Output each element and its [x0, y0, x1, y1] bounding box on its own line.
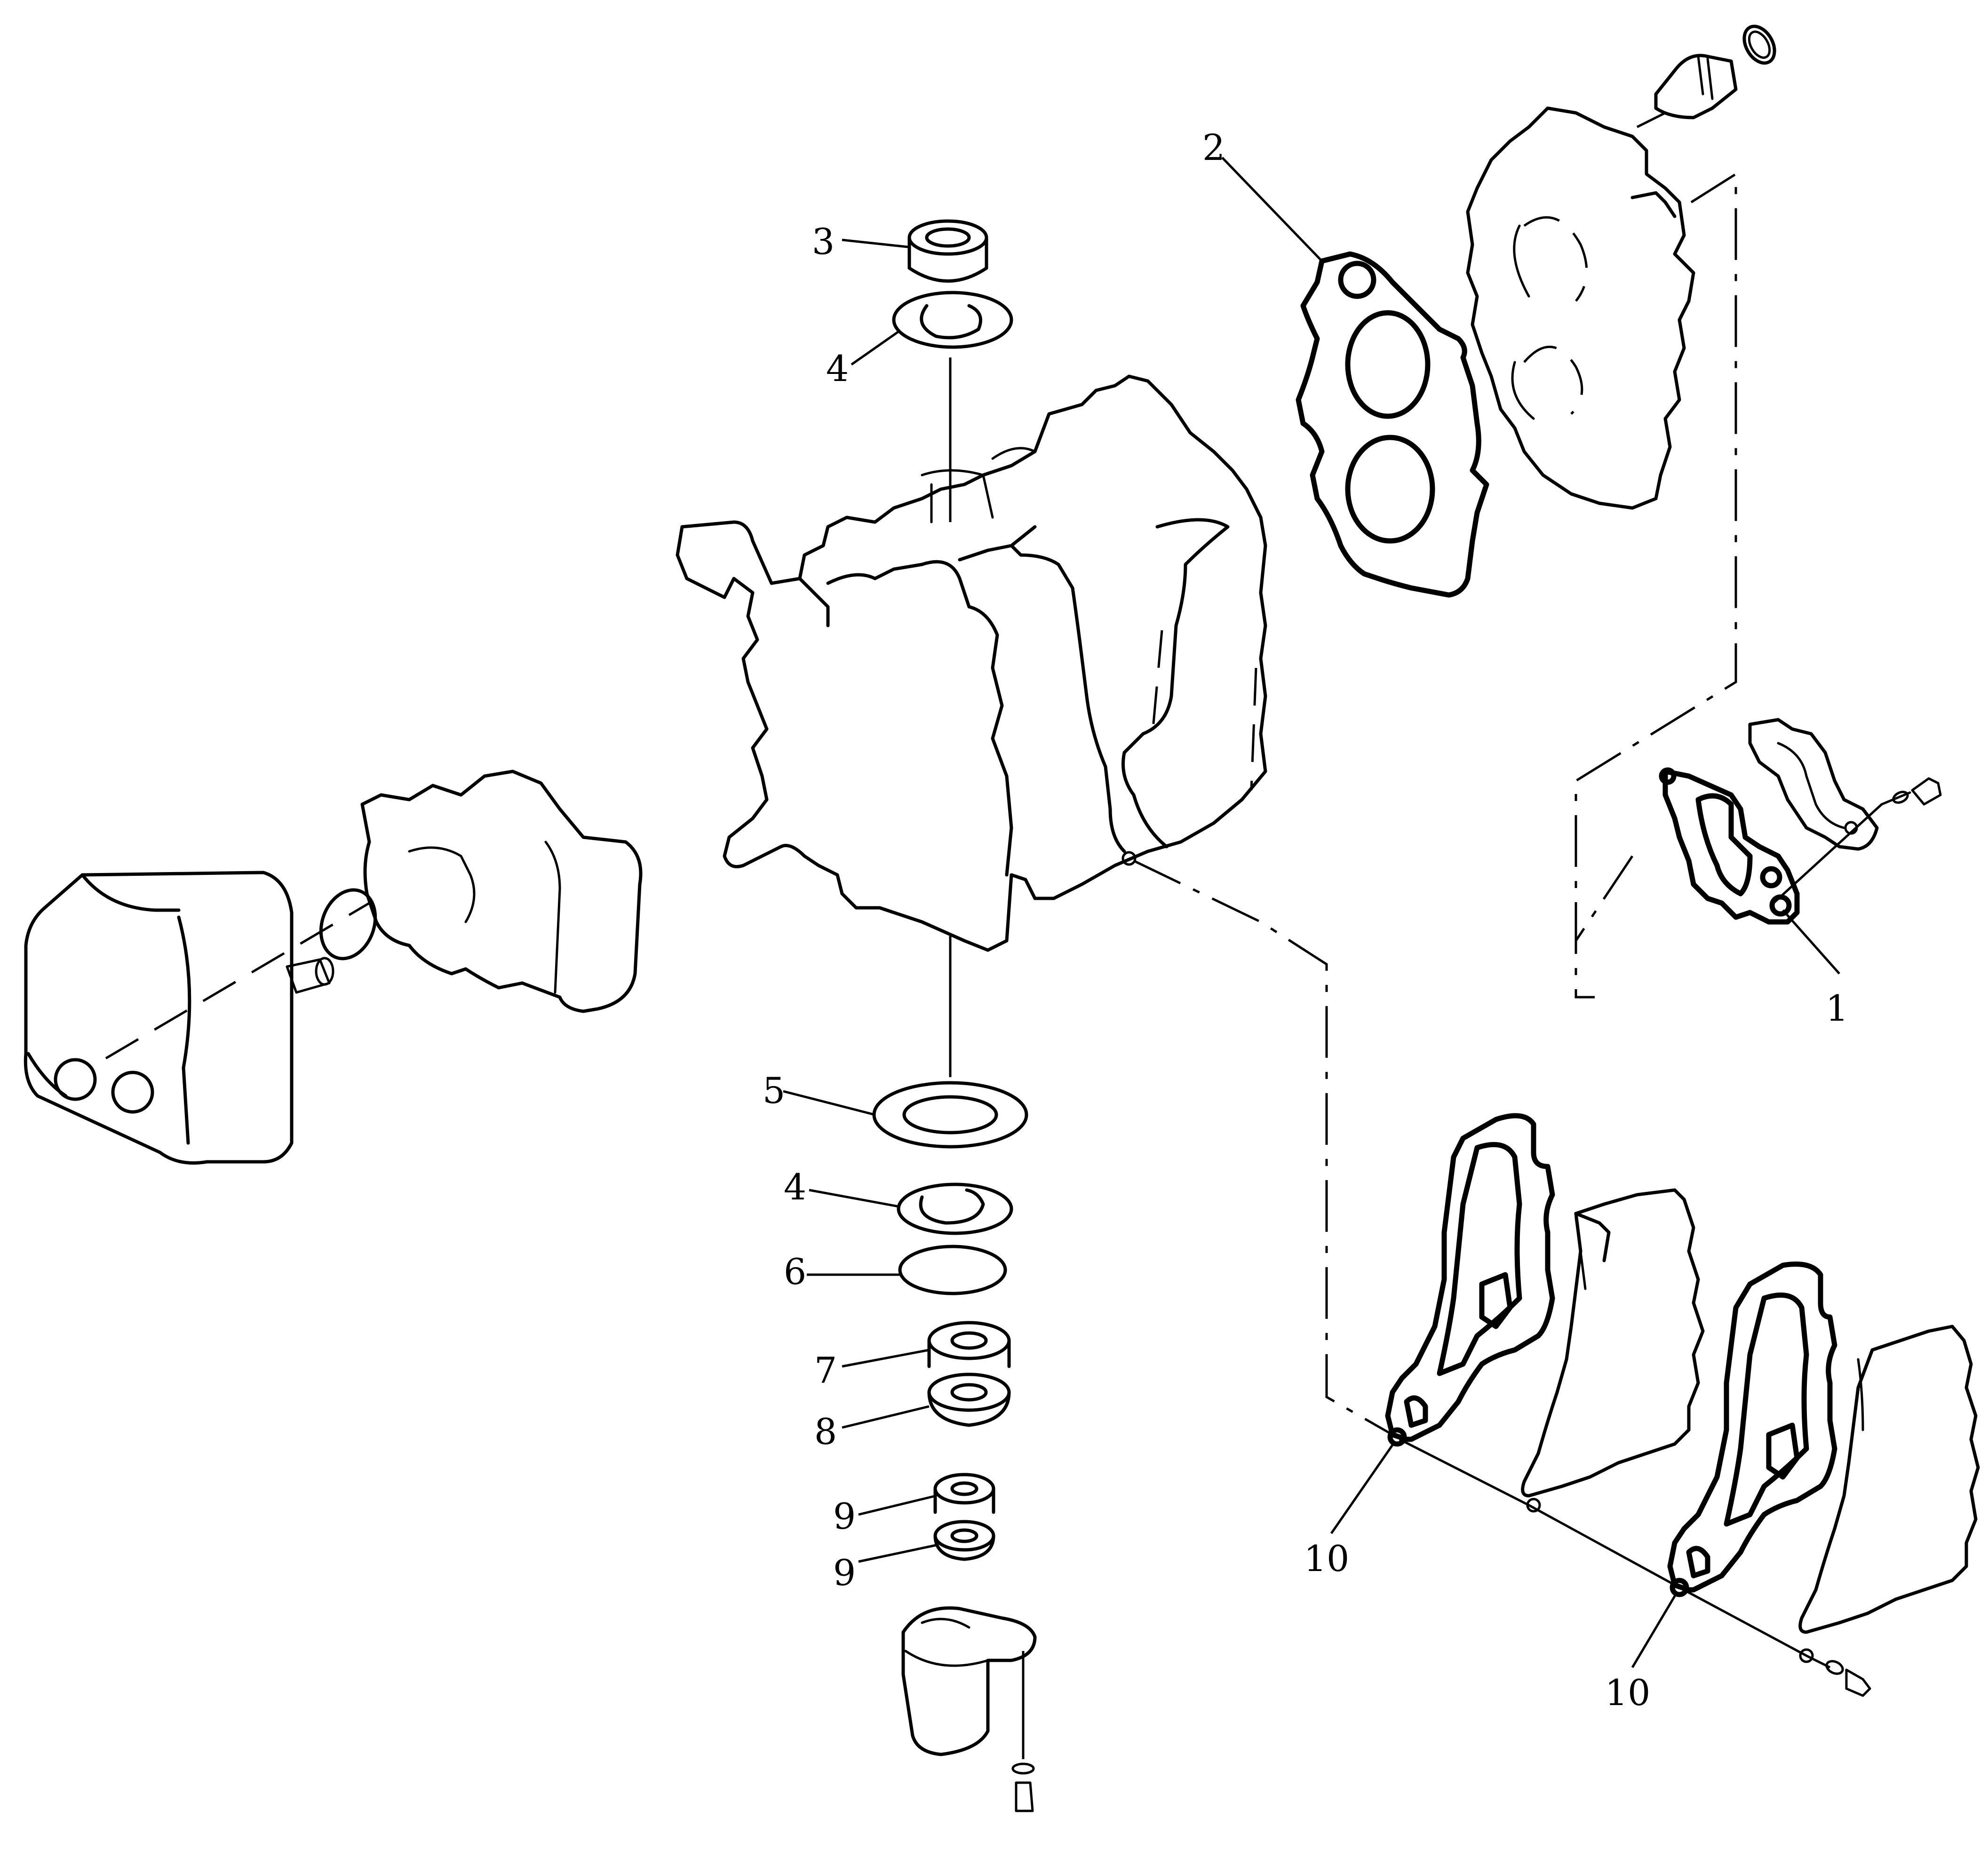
part-10-gasket-right — [1667, 1262, 1837, 1597]
callout-4-bottom: 4 — [784, 1166, 806, 1208]
part-10-gasket-left — [1385, 1113, 1555, 1447]
callout-8: 8 — [814, 1411, 837, 1452]
callout-1: 1 — [1826, 987, 1848, 1029]
part-5-washer — [872, 1081, 1028, 1149]
part-7-bearing — [927, 1321, 1011, 1368]
leader-lines — [783, 157, 1840, 1668]
part-4-snap-ring-top — [892, 291, 1013, 349]
tank-axis-line — [105, 902, 370, 1060]
callout-2: 2 — [1202, 127, 1225, 168]
part-2-gasket — [1296, 251, 1489, 598]
part1-axis-line — [1574, 855, 1634, 942]
tank-pipe-fitting — [286, 957, 334, 994]
cylinder-head-block — [360, 770, 643, 1013]
callout-3: 3 — [812, 221, 835, 262]
callout-5: 5 — [763, 1070, 785, 1111]
part-1-housing — [1748, 718, 1879, 851]
part-1-gasket — [1659, 767, 1800, 925]
nozzle-oring — [1742, 24, 1776, 65]
body-to-part10-line — [1133, 859, 1393, 1436]
part-6-oring — [898, 1245, 1007, 1295]
part-9-bearing-bottom — [933, 1520, 995, 1561]
callout-10-right: 10 — [1605, 1672, 1651, 1714]
part-1-bolt — [1880, 777, 1942, 806]
plate-bolt — [1825, 1660, 1871, 1697]
nozzle-axis — [1636, 111, 1666, 128]
pump-cover-plate — [1466, 106, 1695, 510]
bottom-housing-cap — [901, 1606, 1037, 1812]
part-3-seal — [907, 219, 988, 283]
plate-right — [1798, 1325, 1980, 1663]
part10-axis-line — [1399, 1438, 1831, 1669]
callout-9-top: 9 — [833, 1495, 856, 1537]
cover-to-part1-line — [1574, 172, 1737, 999]
callout-6: 6 — [784, 1251, 806, 1293]
callout-10-left: 10 — [1304, 1538, 1350, 1579]
part1-bolt-axis — [1773, 803, 1883, 904]
part-8-bearing — [927, 1373, 1011, 1427]
part-4-snap-ring-bottom — [897, 1182, 1013, 1235]
pump-body — [676, 374, 1267, 952]
tank-housing — [24, 871, 294, 1165]
callout-9-bottom: 9 — [833, 1552, 856, 1594]
tank-oring — [319, 888, 377, 960]
callout-7: 7 — [814, 1349, 837, 1391]
callout-4-top: 4 — [826, 348, 849, 389]
part-9-bearing-top — [933, 1473, 995, 1514]
plate-left — [1521, 1188, 1705, 1513]
nozzle-fitting — [1654, 54, 1738, 119]
